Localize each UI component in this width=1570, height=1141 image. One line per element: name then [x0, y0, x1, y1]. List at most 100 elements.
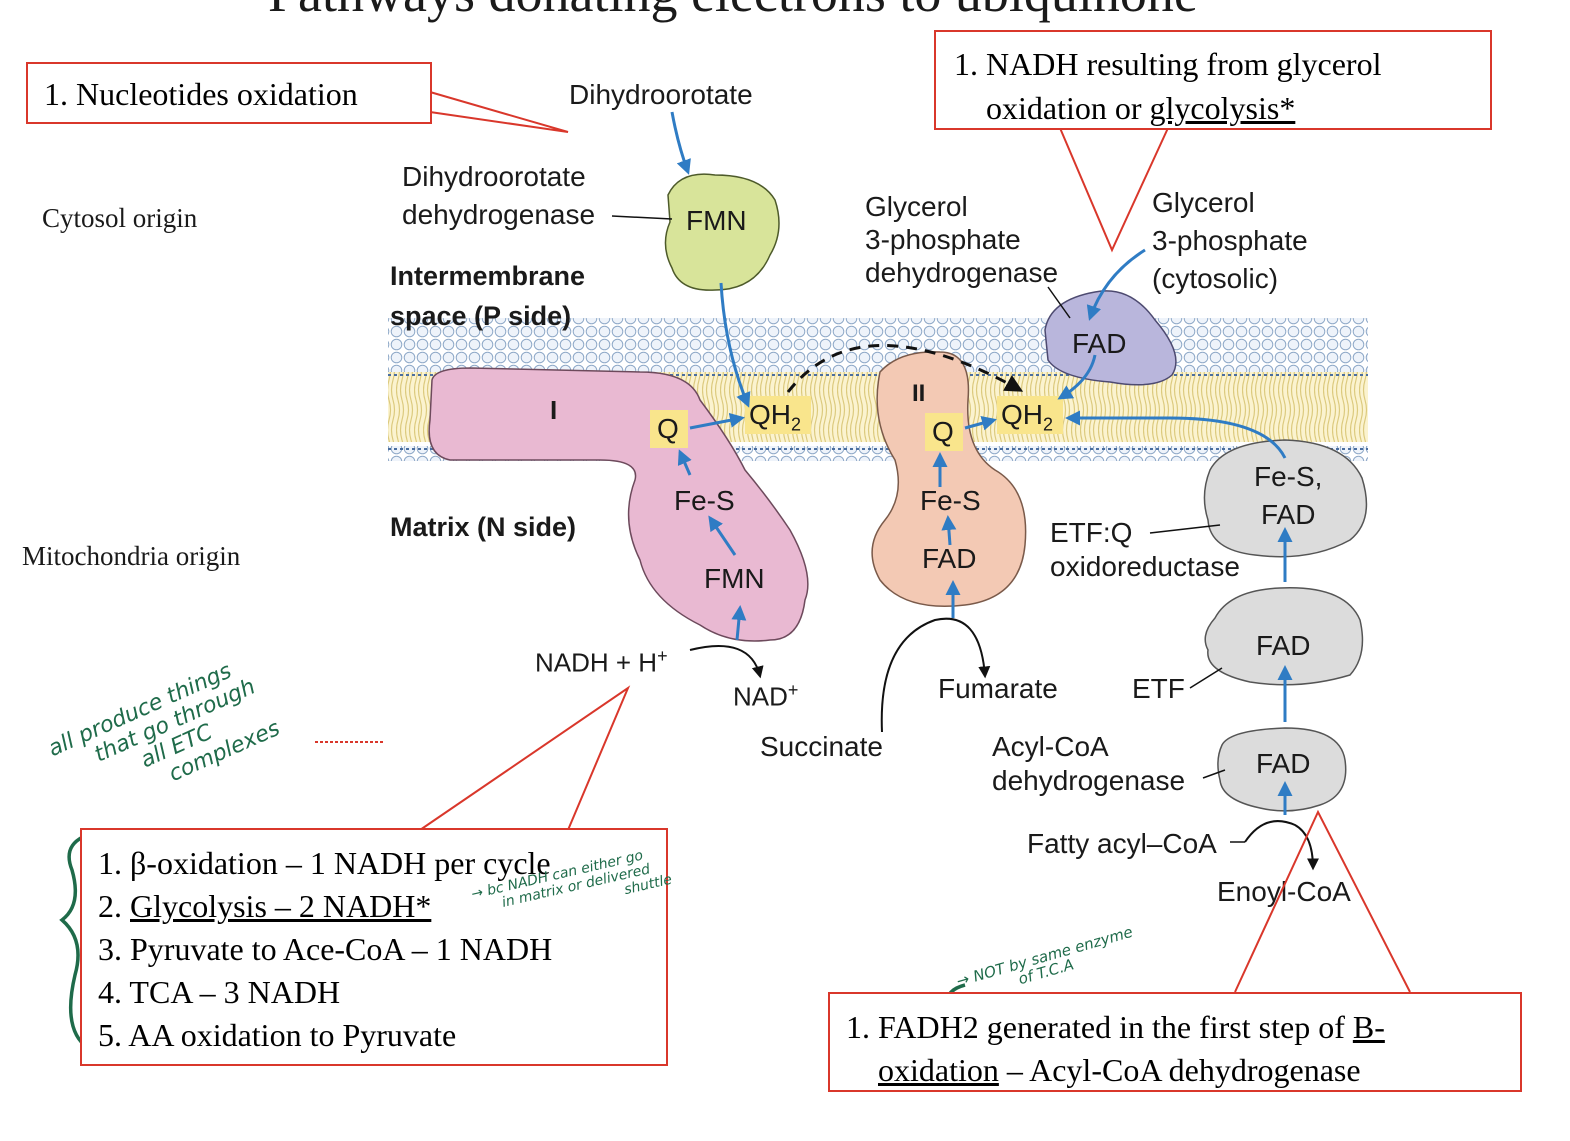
acyl-coa-dh-shape	[1217, 727, 1347, 812]
acyl-dh-label-line1: Acyl-CoA	[992, 731, 1109, 762]
callout-nucleotides-num: 1.	[44, 76, 68, 112]
fad-label-complex-ii: FAD	[922, 543, 977, 574]
etfq-cluster-label: Fe-S, FAD	[1254, 458, 1322, 534]
succinate-label: Succinate	[760, 731, 883, 762]
enoyl-label: Enoyl-CoA	[1217, 876, 1351, 907]
complex-i-shape	[428, 367, 809, 642]
g3pdh-label-line2: 3-phosphate	[865, 224, 1021, 255]
acyl-dh-label-line2: dehydrogenase	[992, 765, 1186, 796]
qh2-label-1: QH2	[749, 399, 801, 436]
nadh-list-item-text: TCA – 3 NADH	[129, 974, 341, 1010]
qh2-label-2: QH2	[1001, 399, 1053, 436]
q-box-complex-ii	[925, 413, 963, 451]
qh2-label-2-main: QH	[1001, 399, 1043, 430]
callout-fadh2: 1. FADH2 generated in the first step of …	[828, 992, 1522, 1092]
callout-nucleotides-text: Nucleotides oxidation	[76, 76, 358, 112]
q-label-complex-ii: Q	[932, 416, 954, 447]
qh2-label-1-sub: 2	[791, 414, 802, 435]
dihydroorotate-label: Dihydroorotate	[569, 79, 753, 110]
callout-nadh-glycerol-line2: oxidation or glycolysis*	[954, 86, 1490, 130]
nadh-list-item-num: 2.	[98, 888, 122, 924]
fes-label-complex-i: Fe-S	[674, 485, 735, 516]
nad-label-plus: +	[787, 680, 799, 700]
etfq-cluster-line1: Fe-S,	[1254, 461, 1323, 492]
nadh-label-plus: +	[657, 646, 668, 666]
intermembrane-label-line1: Intermembrane	[390, 261, 586, 291]
etf-fad-label: FAD	[1256, 630, 1311, 661]
nadh-list-item: 4. TCA – 3 NADH	[98, 971, 666, 1014]
qh2-box-2	[997, 396, 1063, 434]
fmn-label-complex-i: FMN	[704, 563, 765, 594]
callout-fadh2-text2: – Acyl-CoA dehydrogenase	[998, 1052, 1361, 1088]
g3pdh-label: Glycerol 3-phosphate dehydrogenase	[865, 190, 1058, 289]
callout-fadh2-oxidation: oxidation	[878, 1052, 999, 1088]
callout-nadh-glycerol-line1: 1. NADH resulting from glycerol	[954, 42, 1490, 86]
complex-ii-label: II	[912, 380, 926, 407]
fatty-acyl-label: Fatty acyl–CoA	[1027, 828, 1217, 859]
g3p-cytosolic-label: Glycerol 3-phosphate (cytosolic)	[1152, 184, 1308, 298]
nadh-list-item-num: 4.	[98, 974, 122, 1010]
g3p-label-line1: Glycerol	[1152, 187, 1255, 218]
dhodh-label-line1: Dihydroorotate	[402, 161, 586, 192]
q-label-complex-i: Q	[657, 413, 679, 444]
g3pdh-label-line3: dehydrogenase	[865, 257, 1059, 288]
callout-fadh2-num: 1.	[846, 1009, 870, 1045]
etfq-cluster-line2: FAD	[1261, 499, 1316, 530]
nadh-list-item-num: 1.	[98, 845, 122, 881]
callout-nadh-glycerol-text2: oxidation or	[986, 90, 1150, 126]
callout-nucleotides-oxidation: 1. Nucleotides oxidation	[26, 62, 432, 124]
nad-label-main: NAD	[733, 681, 788, 712]
q-box-complex-i	[650, 410, 688, 448]
acyl-dh-label: Acyl-CoA dehydrogenase	[992, 730, 1185, 798]
callout-fadh2-b: B-	[1352, 1009, 1385, 1045]
g3p-label-line3: (cytosolic)	[1152, 263, 1279, 294]
fumarate-label: Fumarate	[938, 673, 1058, 704]
callout-nadh-glycerol-num: 1.	[954, 46, 978, 82]
g3pdh-shape	[1044, 290, 1177, 386]
dashed-transfer-arc	[786, 344, 1024, 393]
callout-nadh-glycerol: 1. NADH resulting from glycerol oxidatio…	[934, 30, 1492, 130]
etfq-shape	[1203, 439, 1368, 558]
acyl-dh-fad-label: FAD	[1256, 748, 1311, 779]
callout-nadh-glycerol-underlined: glycolysis*	[1149, 90, 1296, 126]
g3pdh-label-line1: Glycerol	[865, 191, 968, 222]
complex-i-label: I	[550, 395, 558, 425]
callout-fadh2-line2: oxidation – Acyl-CoA dehydrogenase	[846, 1049, 1520, 1092]
etfq-label-line2: oxidoreductase	[1050, 551, 1240, 582]
etf-shape	[1204, 587, 1364, 686]
nadh-label: NADH + H+	[535, 646, 668, 679]
nadh-list-item: 5. AA oxidation to Pyruvate	[98, 1014, 666, 1057]
g3pdh-fad-label: FAD	[1072, 328, 1127, 359]
nadh-list-item-num: 3.	[98, 931, 122, 967]
fmn-top-label: FMN	[686, 205, 747, 236]
nadh-list-item-num: 5.	[98, 1017, 122, 1053]
dhodh-shape	[664, 173, 780, 291]
matrix-label: Matrix (N side)	[390, 512, 577, 542]
etfq-label-line1: ETF:Q	[1050, 517, 1133, 548]
callout-nadh-glycerol-text1: NADH resulting from glycerol	[986, 46, 1382, 82]
electron-flow-arrows	[670, 111, 1293, 815]
etf-label: ETF	[1132, 673, 1185, 704]
nadh-list-item-text: Glycolysis – 2 NADH*	[130, 888, 432, 924]
nad-label: NAD+	[733, 680, 798, 713]
nadh-list-item: 1. β-oxidation – 1 NADH per cycle	[98, 842, 666, 885]
qh2-label-2-sub: 2	[1043, 414, 1054, 435]
nadh-list-item: 2. Glycolysis – 2 NADH*	[98, 885, 666, 928]
nadh-list-item: 3. Pyruvate to Ace-CoA – 1 NADH	[98, 928, 666, 971]
cytosol-origin-label: Cytosol origin	[42, 203, 198, 233]
callout-fadh2-text1: FADH2 generated in the first step of	[878, 1009, 1353, 1045]
fes-label-complex-ii: Fe-S	[920, 485, 981, 516]
callout-fadh2-line1: 1. FADH2 generated in the first step of …	[846, 1006, 1520, 1049]
intermembrane-label: Intermembrane space (P side)	[390, 256, 585, 336]
nadh-list-item-text: Pyruvate to Ace-CoA – 1 NADH	[130, 931, 553, 967]
nadh-list-item-text: AA oxidation to Pyruvate	[128, 1017, 457, 1053]
g3p-label-line2: 3-phosphate	[1152, 225, 1308, 256]
nadh-label-main: NADH + H	[535, 647, 658, 678]
intermembrane-label-line2: space (P side)	[390, 301, 572, 331]
complex-ii-shape	[871, 351, 1027, 607]
qh2-label-1-main: QH	[749, 399, 791, 430]
dhodh-label-line2: dehydrogenase	[402, 199, 596, 230]
page-title: Pathways donating electrons to ubiquinon…	[268, 0, 1198, 24]
